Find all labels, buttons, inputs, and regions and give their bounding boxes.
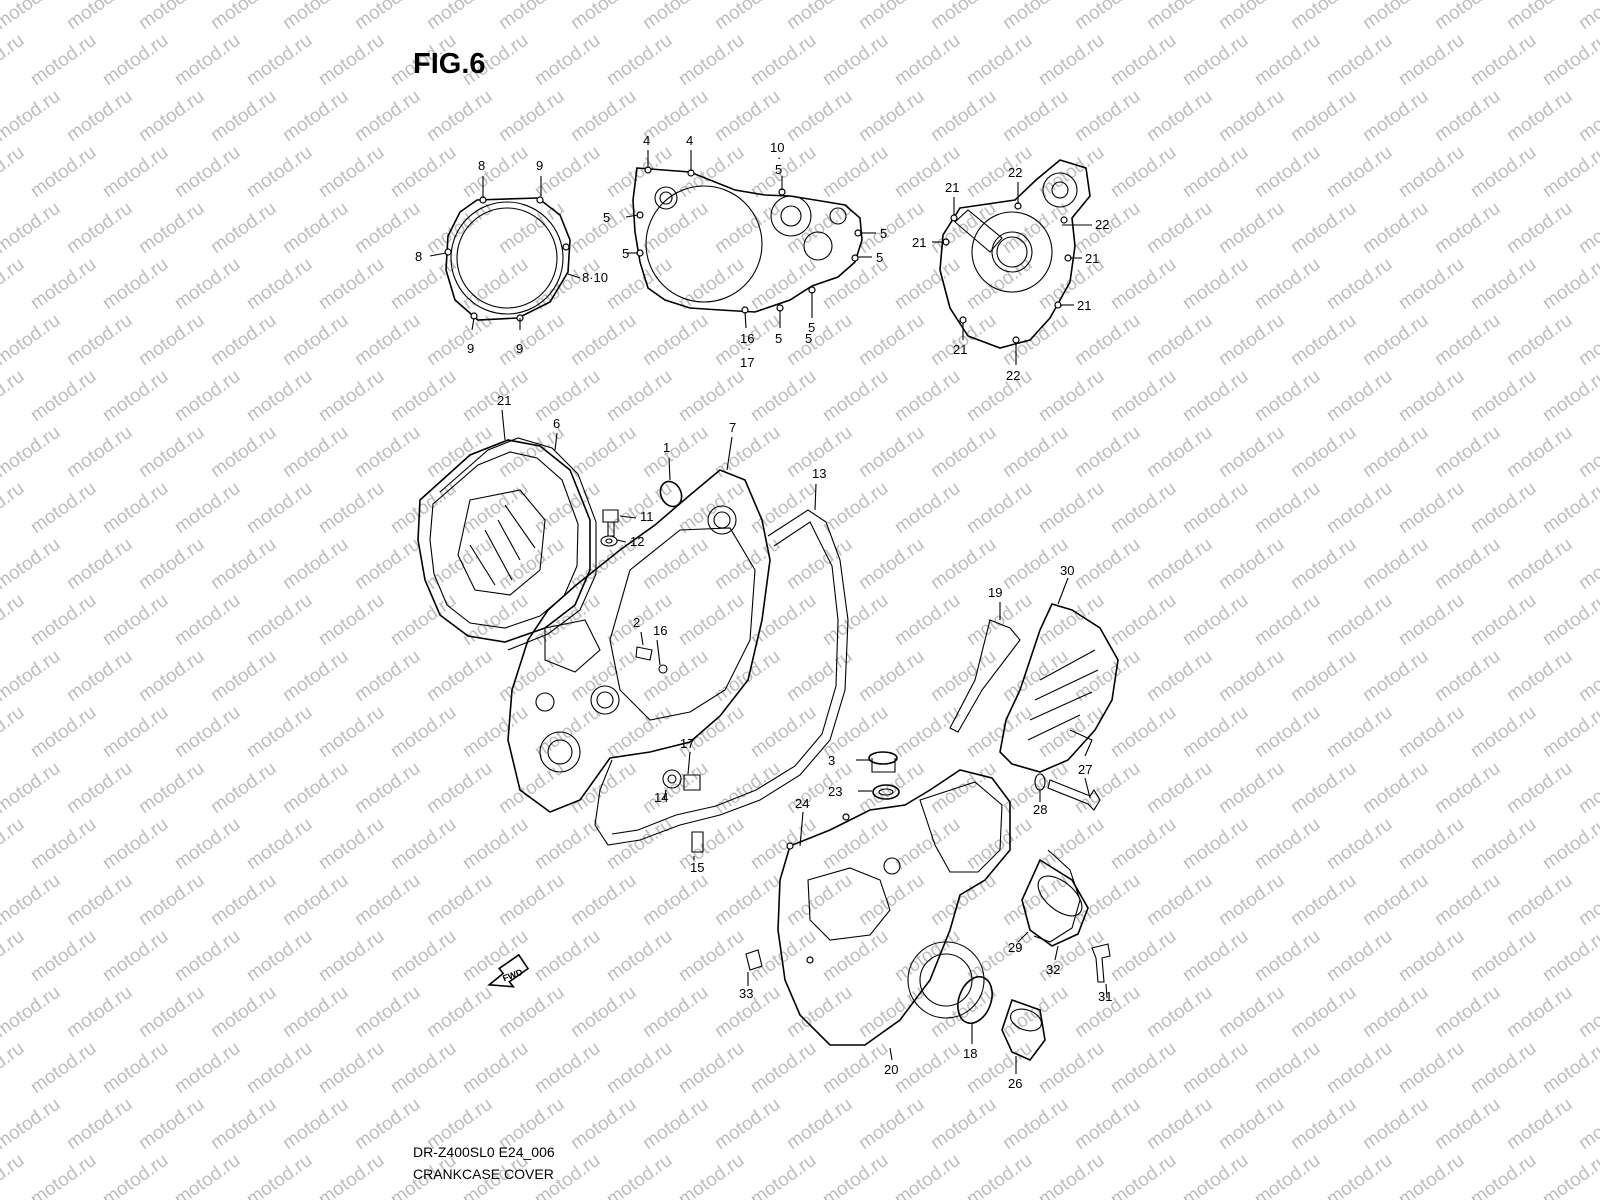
callout: 16 [740,331,754,346]
callout: 16 [653,623,667,638]
callout: 5 [775,162,782,177]
callout: 4 [686,133,693,148]
callout: 7 [729,420,736,435]
clutch-cover-plate-top [444,196,571,322]
callout: 9 [467,341,474,356]
callout: 22 [1095,217,1109,232]
callout: 30 [1060,563,1074,578]
callout: 3 [828,753,835,768]
callout: 21 [1085,251,1099,266]
callout: 8 [478,158,485,173]
fwd-arrow-icon: FWD [487,953,530,988]
callout: 33 [739,986,753,1001]
callout: 19 [988,585,1002,600]
callout: 5 [805,331,812,346]
callout: 29 [1008,940,1022,955]
callout: 28 [1033,802,1047,817]
callout: 32 [1046,962,1060,977]
callout: 21 [1077,298,1091,313]
clutch-cover-part-6 [417,439,591,643]
callout: 13 [812,466,826,481]
fwd-label: FWD [501,967,524,984]
callout: 18 [963,1046,977,1061]
diagram-name: CRANKCASE COVER [413,1166,554,1182]
callout: 21 [497,393,511,408]
callout: 26 [1008,1076,1022,1091]
callout: 17 [740,355,754,370]
callout: 21 [953,342,967,357]
generator-cover-part-18 [777,769,1011,1046]
callout: 11 [640,509,654,524]
callout: 15 [690,860,704,875]
callout-numbers: 8 9 8 8·10 9 9 4 4 10 · 5 5 5 5 5 5 5 5 … [415,133,1112,1091]
callout: 2 [633,615,640,630]
callout: 12 [630,534,644,549]
crankcase-gasket-part-2 [594,509,849,846]
callout: 9 [536,158,543,173]
callout: 5 [808,320,815,335]
sprocket-cover-parts-27-30 [949,603,1119,773]
diagram-code: DR-Z400SL0 E24_006 [413,1144,555,1160]
callout: 21 [945,180,959,195]
crankcase-cover-part-1 [507,469,771,813]
callout: 8·10 [582,270,608,285]
callout: 21 [912,235,926,250]
callout: 5 [880,226,887,241]
callout: · [747,341,751,356]
oil-filler-cap-23-24 [868,751,900,800]
callout: 5 [603,210,610,225]
callout: 31 [1098,989,1112,1004]
callout: 5 [876,250,883,265]
leader-lines [429,150,1108,1074]
callout: 20 [884,1062,898,1077]
figure-title: FIG.6 [413,48,486,80]
callout: 10 [770,140,784,155]
callout: 6 [553,416,560,431]
callout: 22 [1006,368,1020,383]
dowel-o-ring-cap-20-25-26 [745,949,1046,1061]
callout: 27 [1078,762,1092,777]
small-parts-14-15-16-17-3 [635,646,704,853]
callout: 14 [654,790,668,805]
inspection-cap-31-32-33 [1021,849,1111,983]
callout: · [777,150,781,165]
callout: 17 [680,736,694,751]
crankcase-cover-gasket-top [632,166,863,314]
callout: 9 [516,341,523,356]
callout: 5 [775,331,782,346]
callout: 4 [643,133,650,148]
callout: 24 [795,796,809,811]
callout: 1 [663,440,670,455]
magneto-cover-gasket-top [939,159,1091,349]
callout: 22 [1008,165,1022,180]
callout: 5 [622,246,629,261]
callout: 23 [828,784,842,799]
gasket-part-7 [439,437,597,651]
small-parts-11-12-13 [600,480,683,547]
callout: 8 [415,249,422,264]
